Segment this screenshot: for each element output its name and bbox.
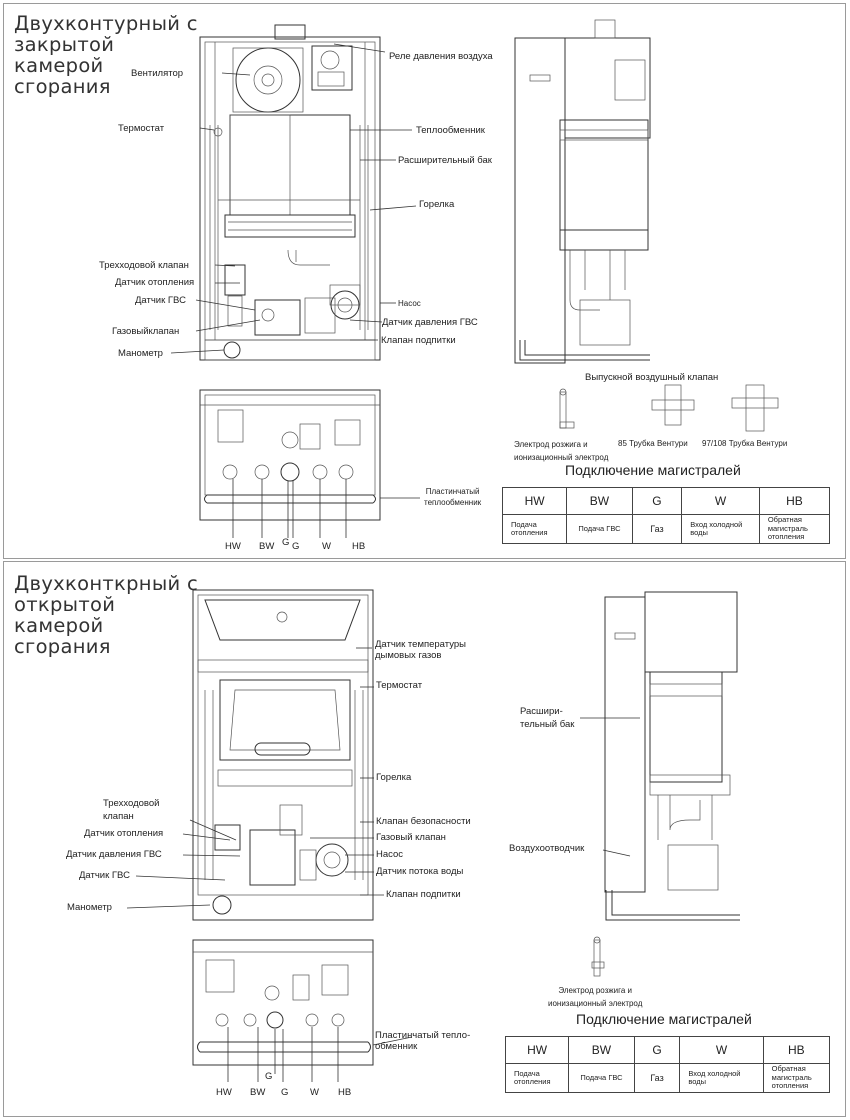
table-header-g-2: G bbox=[633, 1036, 681, 1064]
label-plate-heat-exchanger-2: Пластинчатый тепло- обменник bbox=[375, 1030, 471, 1052]
table-cell-g: Газ bbox=[631, 514, 683, 544]
section-closed-chamber bbox=[3, 3, 846, 559]
port-g-2: G bbox=[281, 1087, 289, 1098]
table-header-w-2: W bbox=[679, 1036, 764, 1064]
label-heating-sensor: Датчик отопления bbox=[115, 277, 195, 288]
label-dhw-pressure-sensor-2: Датчик давления ГВС bbox=[66, 849, 162, 860]
label-three-way-valve-2: Трехходовой клапан bbox=[103, 798, 160, 822]
side-view-boiler-1 bbox=[514, 19, 651, 364]
label-flue-gas-temp-sensor: Датчик температуры дымовых газов bbox=[375, 639, 466, 661]
label-burner: Горелка bbox=[419, 199, 455, 210]
accessories-1 bbox=[559, 384, 779, 432]
label-dhw-sensor: Датчик ГВС bbox=[135, 295, 186, 306]
label-manometer-2: Манометр bbox=[67, 902, 112, 913]
label-safety-valve: Клапан безопасности bbox=[376, 816, 471, 827]
label-air-pressure-relay: Реле давления воздуха bbox=[389, 51, 493, 62]
table-header-bw: BW bbox=[566, 487, 633, 515]
label-makeup-valve-2: Клапан подпитки bbox=[386, 889, 461, 900]
front-bottom-panel-1 bbox=[199, 389, 420, 538]
table-header-row-2: HW BW G W HB bbox=[504, 1036, 831, 1064]
table-cell-bw: Подача ГВС bbox=[566, 514, 633, 544]
label-electrode: Электрод розжига и ионизационный электро… bbox=[514, 440, 609, 462]
port-g-left: G bbox=[282, 537, 290, 548]
label-manometer: Манометр bbox=[118, 348, 163, 359]
label-plate-heat-exchanger: Пластинчатый теплообменник bbox=[424, 487, 482, 507]
section2-leaders bbox=[126, 647, 640, 909]
port-g-upper-2: G bbox=[265, 1071, 273, 1082]
table-cell-bw-2: Подача ГВС bbox=[568, 1063, 635, 1093]
label-flow-sensor: Датчик потока воды bbox=[376, 866, 464, 877]
connections-title-1: Подключение магистралей bbox=[565, 462, 741, 478]
label-venturi-85: 85 Трубка Вентури bbox=[618, 439, 688, 448]
connections-title-2: Подключение магистралей bbox=[576, 1011, 752, 1027]
port-g: G bbox=[292, 541, 300, 552]
front-view-boiler-1 bbox=[199, 24, 381, 361]
port-w: W bbox=[322, 541, 331, 552]
section2-title: Двухконткрный с открытой камерой сгорани… bbox=[14, 572, 199, 658]
port-w-2: W bbox=[310, 1087, 319, 1098]
label-heat-exchanger: Теплообменник bbox=[416, 125, 485, 136]
port-hb-2: HB bbox=[338, 1087, 352, 1098]
label-expansion-tank: Расширительный бак bbox=[398, 155, 492, 166]
label-electrode-2: Электрод розжига и ионизационный электро… bbox=[548, 986, 643, 1008]
table-header-bw-2: BW bbox=[568, 1036, 635, 1064]
label-expansion-tank-2: Расшири- тельный бак bbox=[520, 706, 575, 730]
section1-drawings bbox=[170, 19, 779, 538]
label-air-vent: Воздухоотводчик bbox=[509, 843, 585, 854]
port-hw: HW bbox=[225, 541, 241, 552]
label-dhw-pressure-sensor: Датчик давления ГВС bbox=[382, 317, 478, 328]
table-header-hb: HB bbox=[758, 487, 831, 515]
table-header-row: HW BW G W HB bbox=[501, 487, 831, 515]
port-hw-2: HW bbox=[216, 1087, 232, 1098]
port-hb: HB bbox=[352, 541, 366, 552]
label-venturi-97-108: 97/108 Трубка Вентури bbox=[702, 439, 788, 448]
label-makeup-valve: Клапан подпитки bbox=[381, 335, 456, 346]
label-three-way-valve: Трехходовой клапан bbox=[99, 260, 189, 271]
front-view-boiler-2 bbox=[192, 589, 374, 921]
port-bw-2: BW bbox=[250, 1087, 266, 1098]
label-pump: Насос bbox=[398, 299, 421, 308]
table-header-hw-2: HW bbox=[504, 1036, 570, 1064]
label-gas-valve-2: Газовый клапан bbox=[376, 832, 446, 843]
label-thermostat-2: Термостат bbox=[376, 680, 423, 691]
label-thermostat: Термостат bbox=[118, 123, 165, 134]
label-pump-2: Насос bbox=[376, 849, 404, 860]
label-heating-sensor-2: Датчик отопления bbox=[84, 828, 164, 839]
side-view-boiler-2 bbox=[604, 591, 740, 921]
label-air-release-valve: Выпускной воздушный клапан bbox=[585, 372, 719, 383]
table-header-hb-2: HB bbox=[762, 1036, 831, 1064]
label-fan: Вентилятор bbox=[131, 68, 184, 79]
label-burner-2: Горелка bbox=[376, 772, 412, 783]
label-gas-valve: Газовыйклапан bbox=[112, 326, 180, 337]
front-bottom-panel-2 bbox=[192, 939, 413, 1082]
label-dhw-sensor-2: Датчик ГВС bbox=[79, 870, 130, 881]
port-bw: BW bbox=[259, 541, 275, 552]
section1-leaders bbox=[170, 43, 417, 354]
section1-title: Двухконтурный с закрытой камерой сгорани… bbox=[14, 12, 198, 98]
table-header-w: W bbox=[681, 487, 760, 515]
electrode-accessory-2 bbox=[591, 936, 605, 977]
table-cell-g-2: Газ bbox=[633, 1063, 681, 1093]
section-open-chamber bbox=[3, 561, 846, 1117]
